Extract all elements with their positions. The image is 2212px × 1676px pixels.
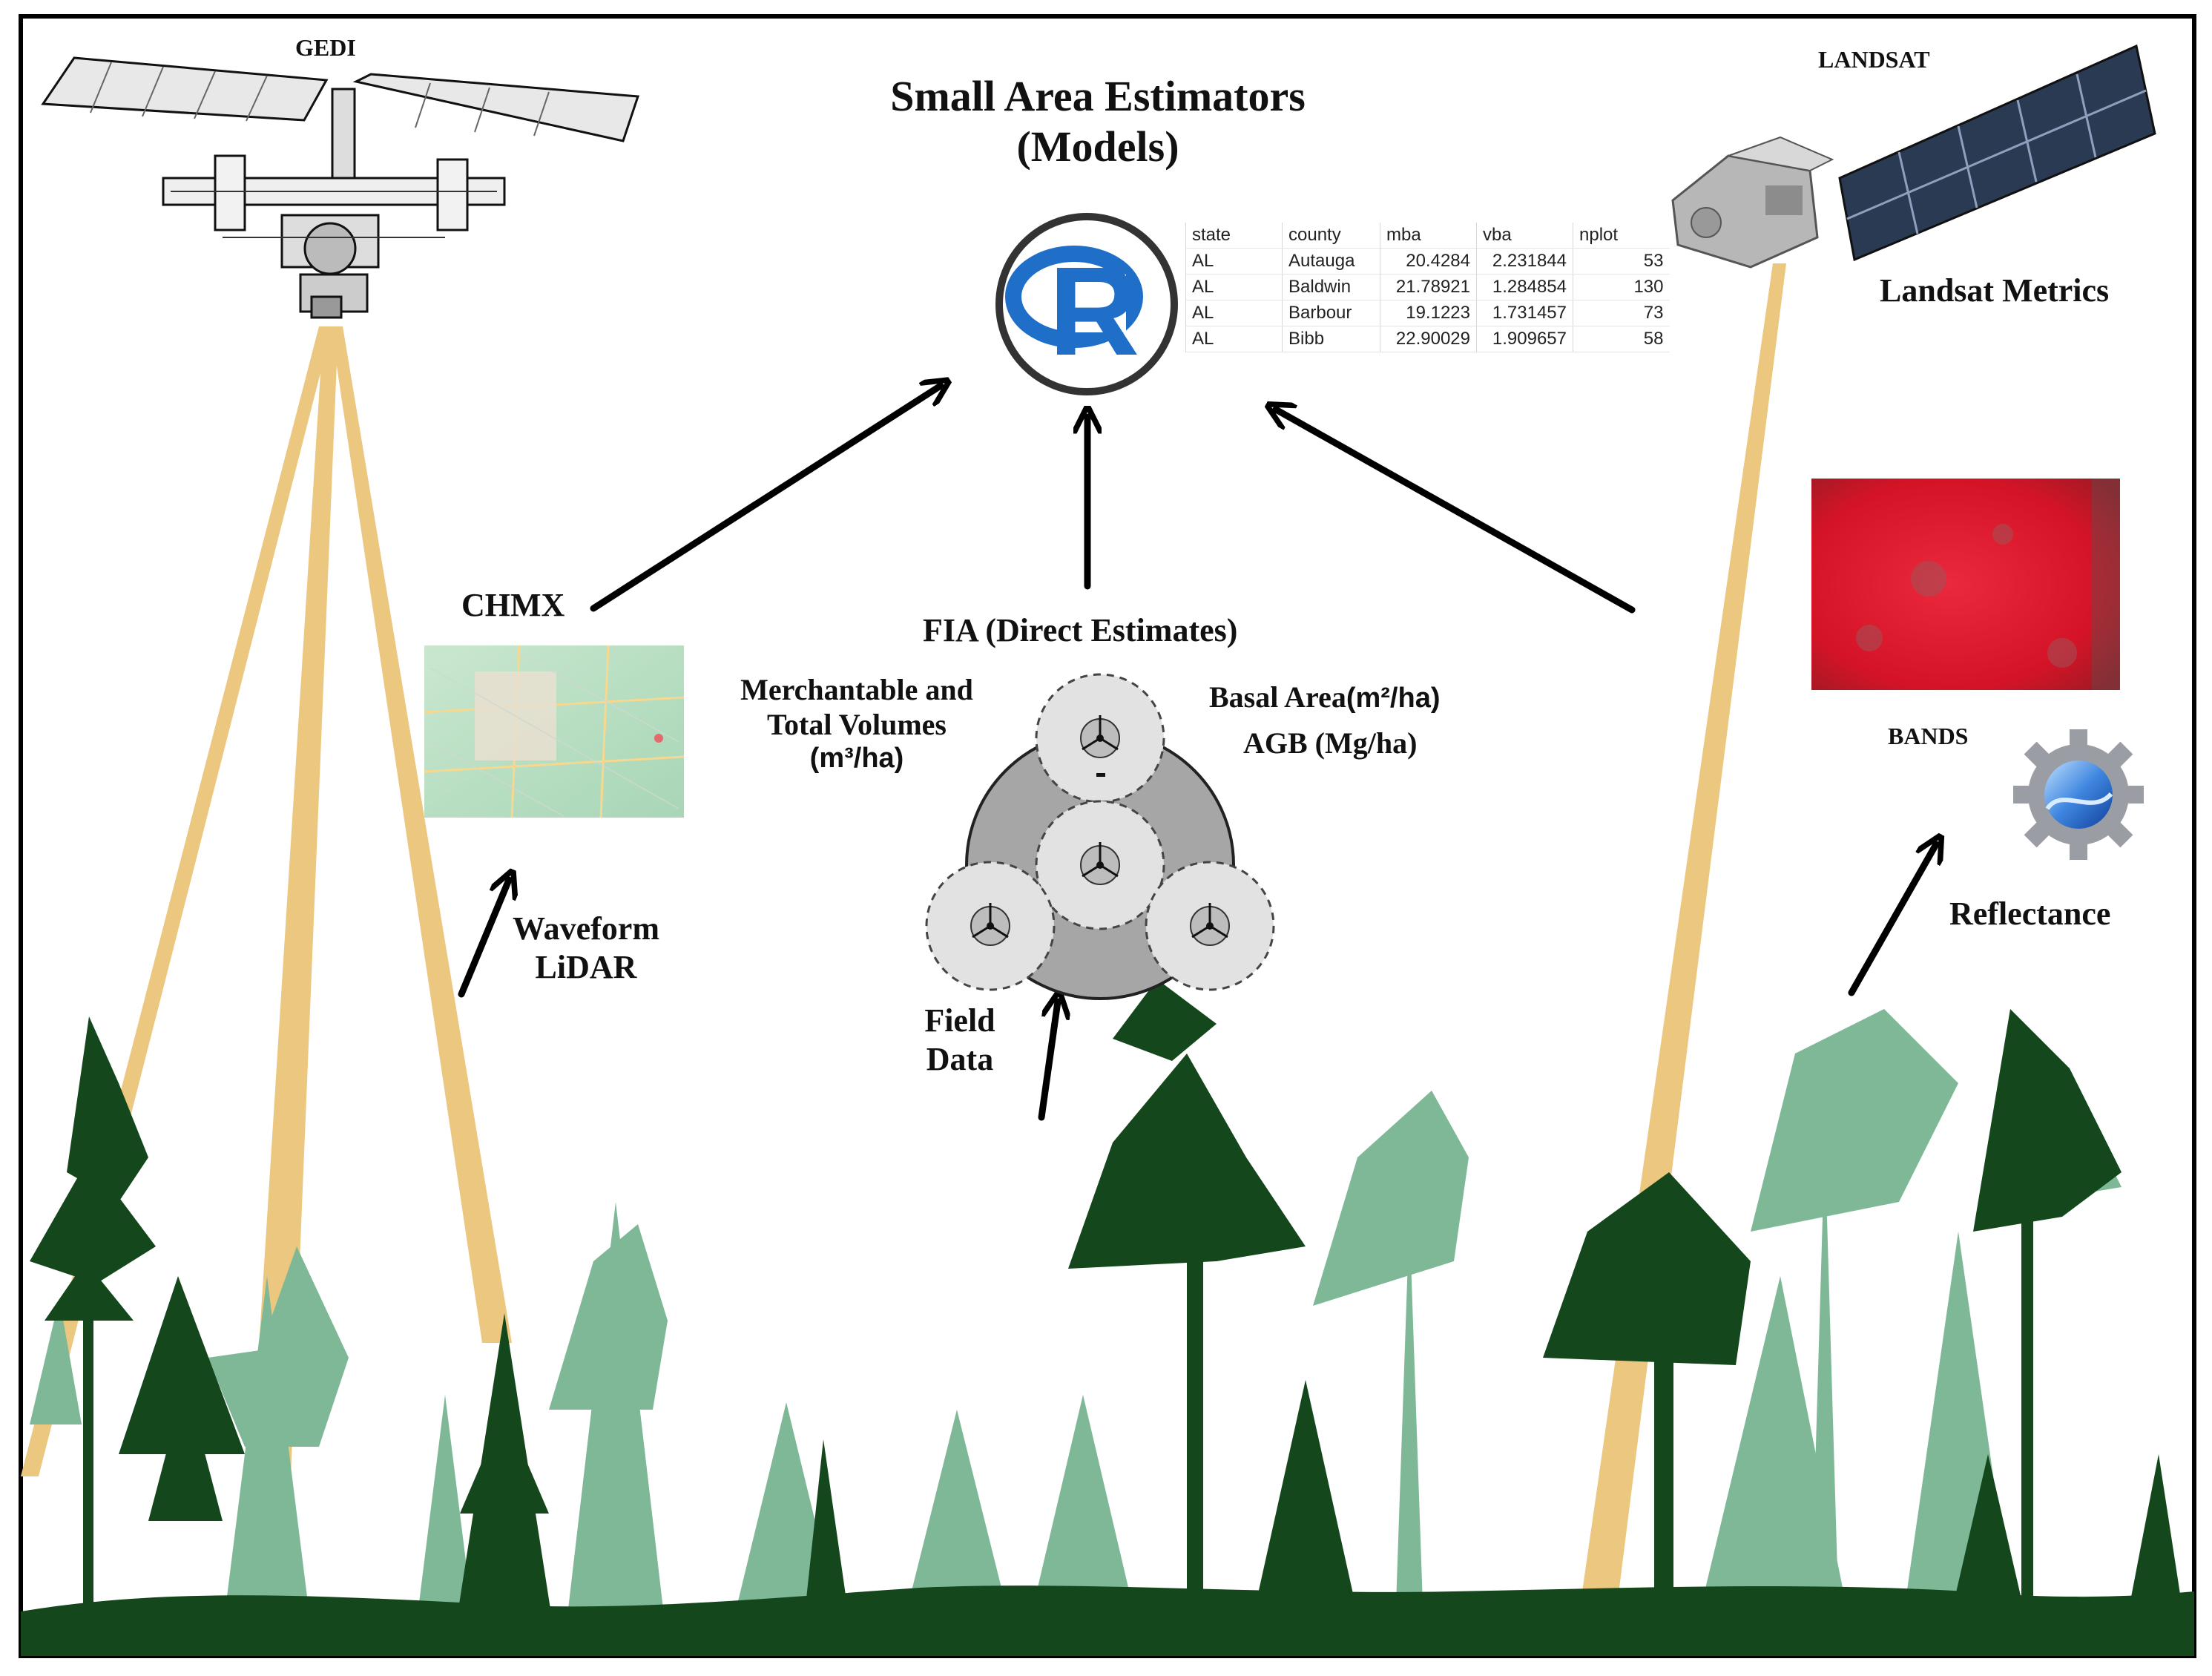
cell-nplot: 53	[1573, 248, 1670, 275]
foreground-forest	[21, 979, 2194, 1656]
table-row: AL Barbour 19.1223 1.731457 73	[1185, 300, 1670, 326]
cell-nplot: 73	[1573, 300, 1670, 326]
table-header-state: state	[1185, 223, 1283, 249]
cell-mba: 21.78921	[1380, 274, 1477, 300]
table-header-mba: mba	[1380, 223, 1477, 249]
bands-label: BANDS	[1888, 723, 1969, 749]
table-header-row: state county mba vba nplot	[1185, 223, 1670, 249]
cell-vba: 1.909657	[1476, 326, 1573, 352]
cell-county: Bibb	[1282, 326, 1380, 352]
false-color-landsat-image	[1811, 479, 2120, 690]
cell-mba: 20.4284	[1380, 248, 1477, 275]
cell-state: AL	[1185, 274, 1283, 300]
arrow-landsat-to-models	[1276, 410, 1636, 614]
cell-state: AL	[1185, 248, 1283, 275]
cell-county: Baldwin	[1282, 274, 1380, 300]
agb-label: AGB (Mg/ha)	[1243, 726, 1418, 760]
basal-area-unit: (m²/ha)	[1346, 683, 1441, 714]
table-header-vba: vba	[1476, 223, 1573, 249]
field-line-1: Field	[924, 1002, 995, 1039]
table-row: AL Autauga 20.4284 2.231844 53	[1185, 248, 1670, 275]
volume-line-1: Merchantable and	[740, 673, 973, 706]
volume-unit: (m³/ha)	[809, 743, 904, 775]
arrow-field-to-plot	[1038, 1002, 1058, 1121]
gedi-label: GEDI	[295, 34, 356, 61]
flow-arrows	[458, 386, 1936, 1121]
landsat-label: LANDSAT	[1818, 46, 1930, 73]
diagram-title: Small Area Estimators (Models)	[801, 71, 1395, 173]
cell-nplot: 58	[1573, 326, 1670, 352]
table-header-nplot: nplot	[1573, 223, 1670, 249]
basal-area-label: Basal Area(m²/ha)	[1209, 680, 1440, 715]
cell-county: Autauga	[1282, 248, 1380, 275]
estimates-table: state county mba vba nplot AL Autauga 20…	[1185, 223, 1670, 352]
background-forest	[30, 1009, 2122, 1647]
title-line-1: Small Area Estimators	[890, 72, 1306, 120]
cell-vba: 2.231844	[1476, 248, 1573, 275]
basal-area-text: Basal Area	[1209, 680, 1346, 714]
r-logo-glyph: R	[1049, 241, 1140, 382]
chmx-label: CHMX	[461, 587, 565, 623]
cell-mba: 19.1223	[1380, 300, 1477, 326]
street-map-thumbnail	[424, 645, 685, 818]
table-row: AL Baldwin 21.78921 1.284854 130	[1185, 274, 1670, 300]
field-line-2: Data	[926, 1040, 994, 1077]
r-logo-icon	[995, 213, 1178, 395]
table-row: AL Bibb 22.90029 1.909657 58	[1185, 326, 1670, 352]
reflectance-label: Reflectance	[1949, 895, 2111, 932]
arrow-chmx-to-models	[590, 386, 941, 612]
table-header-county: county	[1282, 223, 1380, 249]
waveform-line-1: Waveform	[513, 910, 659, 947]
fia-label: FIA (Direct Estimates)	[923, 612, 1238, 648]
cell-nplot: 130	[1573, 274, 1670, 300]
gear-earth-engine-icon	[2013, 729, 2144, 860]
arrow-reflectance-to-bands	[1848, 844, 1936, 996]
cell-state: AL	[1185, 326, 1283, 352]
landsat-satellite-icon	[1671, 44, 2156, 269]
landsat-metrics-label: Landsat Metrics	[1880, 272, 2110, 309]
cell-vba: 1.284854	[1476, 274, 1573, 300]
field-data-label: Field Data	[901, 1002, 1019, 1079]
volume-label: Merchantable and Total Volumes (m³/ha)	[690, 672, 1024, 775]
gedi-satellite-icon	[41, 56, 640, 319]
arrow-waveform-to-chmx	[458, 880, 509, 998]
waveform-line-2: LiDAR	[535, 948, 637, 985]
cell-mba: 22.90029	[1380, 326, 1477, 352]
cell-county: Barbour	[1282, 300, 1380, 326]
cell-state: AL	[1185, 300, 1283, 326]
volume-line-2: Total Volumes	[767, 708, 947, 742]
cell-vba: 1.731457	[1476, 300, 1573, 326]
fia-plot-diagram	[925, 673, 1275, 1000]
waveform-lidar-label: Waveform LiDAR	[490, 910, 682, 987]
title-line-2: (Models)	[1016, 122, 1179, 171]
